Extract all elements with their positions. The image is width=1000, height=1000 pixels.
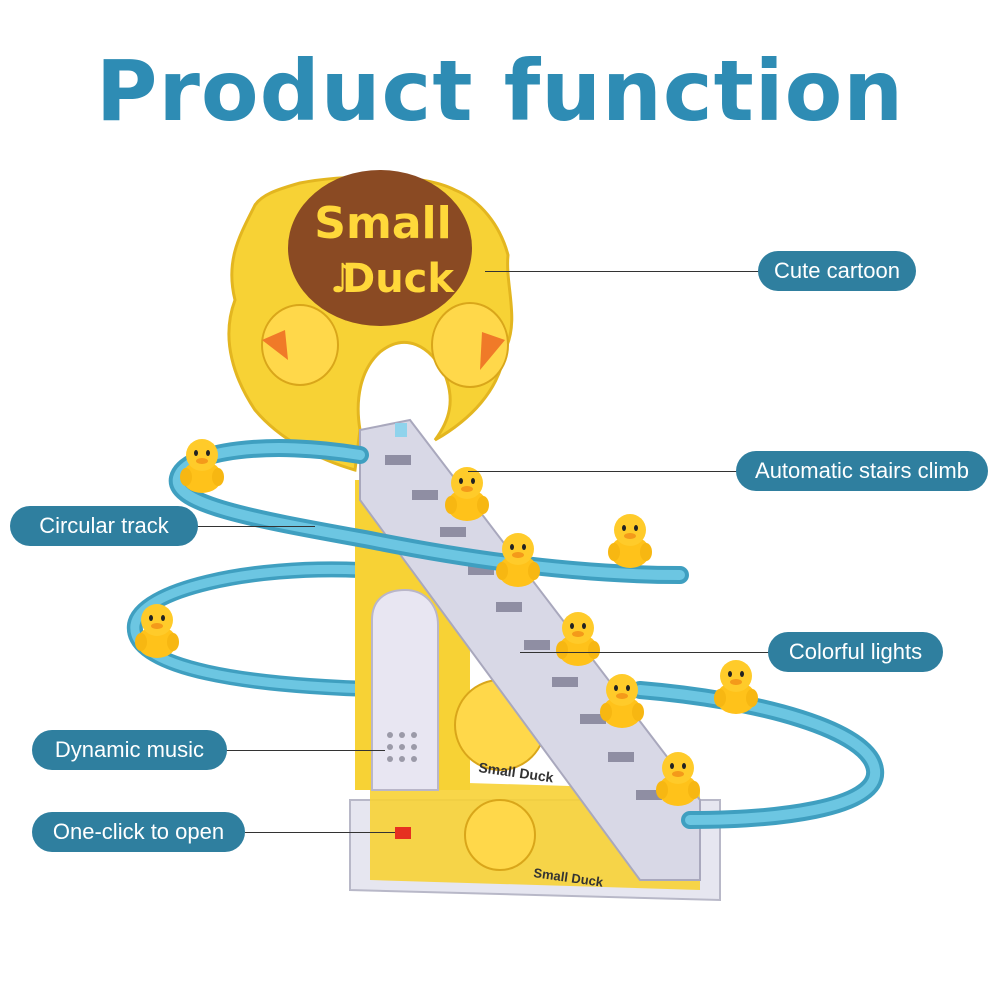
leader-cute-cartoon [485,271,760,272]
leader-circular-track [195,526,315,527]
callout-circular-track: Circular track [10,506,198,546]
sign-duck-icon: ♪ [330,256,356,302]
power-switch [395,827,411,839]
circular-track-lower [126,561,448,698]
callout-one-click-open: One-click to open [32,812,245,852]
sign-text-duck: Duck [342,256,455,302]
leader-colorful-lights [520,652,770,653]
sign-text-small: Small [314,198,451,249]
page-title: Product function [95,42,905,140]
callout-cute-cartoon: Cute cartoon [758,251,916,291]
leader-stairs-climb [468,471,738,472]
leader-dynamic-music [225,750,385,751]
circular-track-upper [168,439,689,584]
callout-stairs-climb: Automatic stairs climb [736,451,988,491]
stairs [359,418,701,881]
callout-colorful-lights: Colorful lights [768,632,943,672]
callout-dynamic-music: Dynamic music [32,730,227,770]
leader-one-click [245,832,395,833]
sign-board [227,170,514,472]
